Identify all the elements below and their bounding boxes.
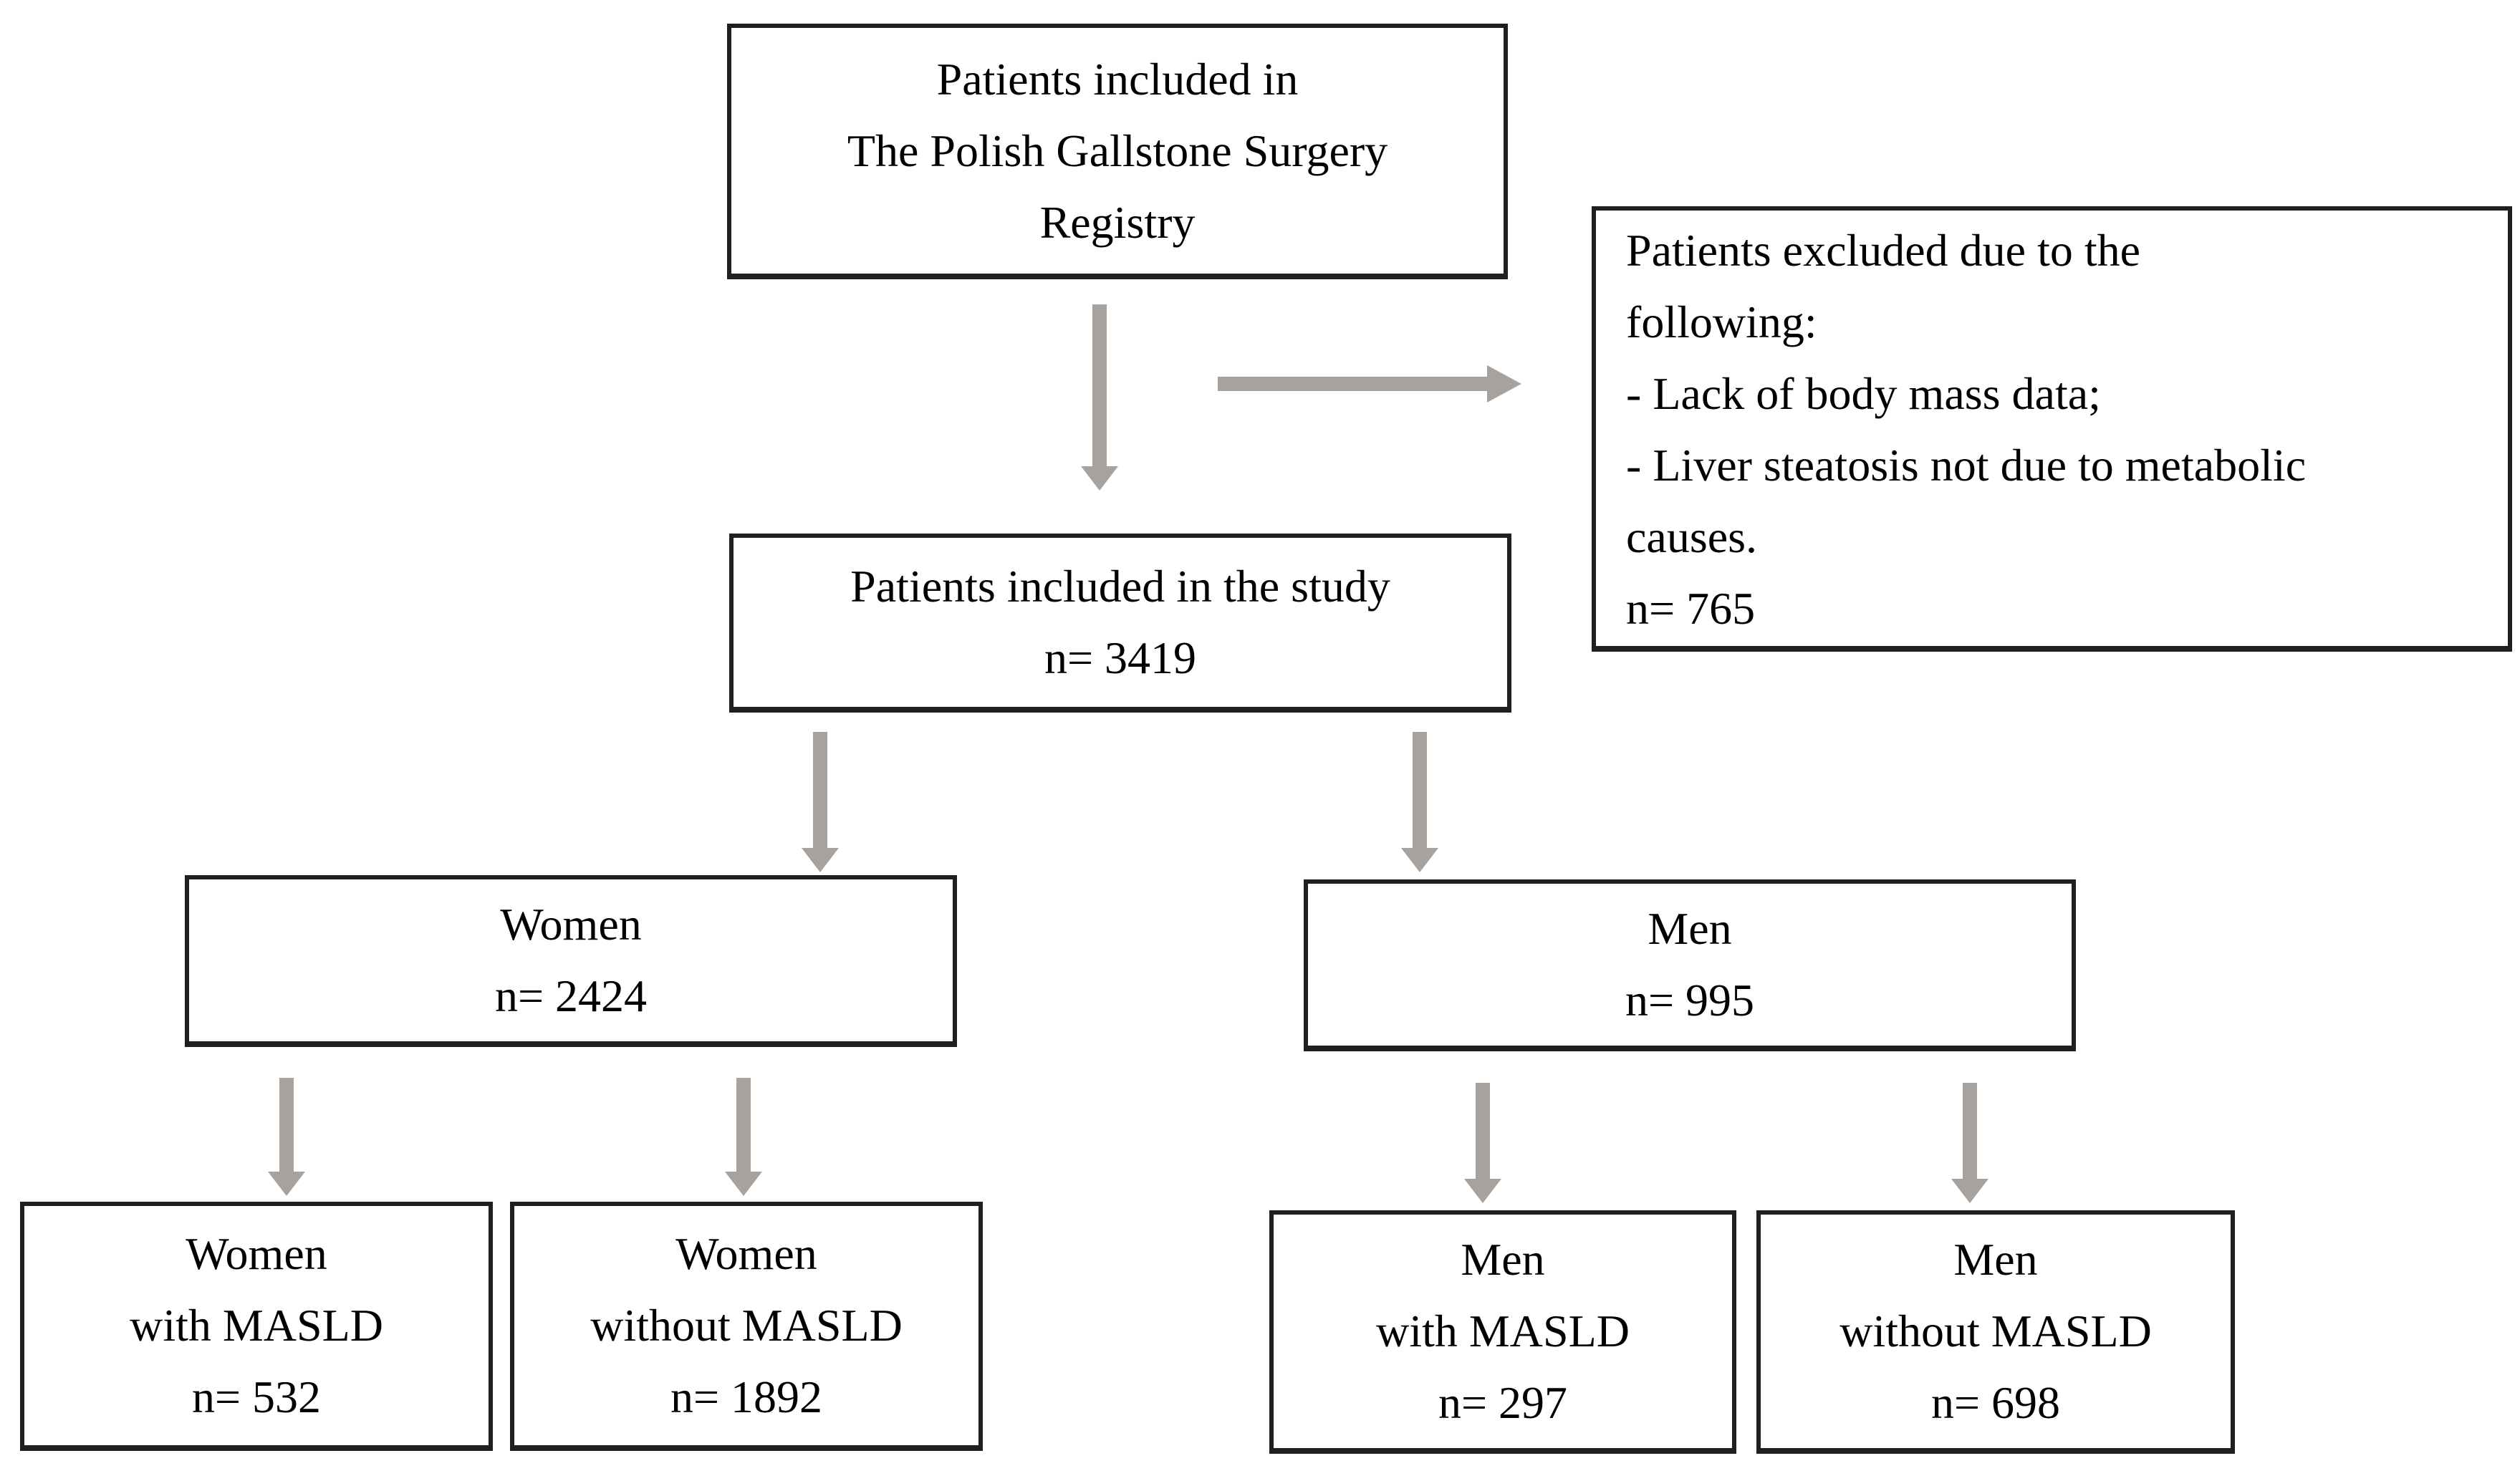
arrow-right-registry-to-excluded xyxy=(1218,365,1521,402)
arrow-head-right-icon xyxy=(1487,365,1521,402)
box-text-line: Registry xyxy=(1039,196,1196,248)
arrow-shaft xyxy=(1092,304,1107,469)
arrow-down-study-to-men xyxy=(1401,732,1438,872)
flow-box-women-with-masld: Women with MASLD n= 532 xyxy=(20,1202,493,1451)
box-text-line: Patients included in xyxy=(936,53,1299,105)
box-text-line: Men xyxy=(1648,903,1732,954)
box-text-line: n= 765 xyxy=(1626,583,1756,634)
box-text-line: n= 1892 xyxy=(670,1371,823,1422)
arrow-shaft xyxy=(1413,732,1427,851)
flow-box-registry: Patients included in The Polish Gallston… xyxy=(727,24,1508,279)
box-text-line: n= 2424 xyxy=(494,970,648,1021)
box-text-line: Women xyxy=(186,1228,327,1279)
box-text-line: n= 995 xyxy=(1625,975,1755,1026)
box-text-line: without MASLD xyxy=(590,1300,903,1351)
box-text-line: n= 532 xyxy=(191,1371,322,1422)
flow-box-women-without-masld: Women without MASLD n= 1892 xyxy=(510,1202,983,1451)
arrow-head-down-icon xyxy=(1081,466,1118,491)
arrow-down-women-to-women-no-masld xyxy=(725,1078,762,1196)
box-text-line: The Polish Gallstone Surgery xyxy=(847,125,1388,176)
box-text-line: n= 3419 xyxy=(1044,632,1197,683)
arrow-head-down-icon xyxy=(1401,848,1438,872)
box-text-line: causes. xyxy=(1626,511,1758,562)
flow-box-women: Women n= 2424 xyxy=(185,875,957,1047)
box-text-line: Patients included in the study xyxy=(850,561,1390,612)
arrow-down-men-to-men-masld xyxy=(1464,1083,1501,1203)
box-text-line: n= 698 xyxy=(1930,1377,2061,1428)
arrow-head-down-icon xyxy=(802,848,839,872)
box-text-line: following: xyxy=(1626,296,1817,347)
arrow-down-study-to-women xyxy=(802,732,839,872)
arrow-down-men-to-men-no-masld xyxy=(1951,1083,1988,1203)
box-text-line: without MASLD xyxy=(1839,1306,2152,1356)
arrow-shaft xyxy=(1476,1083,1490,1182)
box-text-line: Patients excluded due to the xyxy=(1626,225,2141,276)
arrow-shaft xyxy=(279,1078,294,1174)
arrow-head-down-icon xyxy=(1951,1179,1988,1203)
arrow-shaft xyxy=(736,1078,751,1174)
box-text-line: Women xyxy=(675,1228,817,1279)
box-text-line: with MASLD xyxy=(130,1300,383,1351)
arrow-head-down-icon xyxy=(725,1172,762,1196)
flow-box-excluded: Patients excluded due to the following: … xyxy=(1592,206,2512,652)
flow-box-men-without-masld: Men without MASLD n= 698 xyxy=(1756,1210,2235,1454)
box-text-line: n= 297 xyxy=(1438,1377,1568,1428)
arrow-down-women-to-women-masld xyxy=(268,1078,305,1196)
arrow-shaft xyxy=(1963,1083,1977,1182)
arrow-head-down-icon xyxy=(1464,1179,1501,1203)
arrow-shaft xyxy=(813,732,827,851)
arrow-head-down-icon xyxy=(268,1172,305,1196)
flow-box-men: Men n= 995 xyxy=(1304,879,2076,1051)
flow-box-study: Patients included in the study n= 3419 xyxy=(729,534,1511,713)
box-text-line: - Lack of body mass data; xyxy=(1626,368,2101,419)
flow-box-men-with-masld: Men with MASLD n= 297 xyxy=(1269,1210,1736,1454)
box-text-line: - Liver steatosis not due to metabolic xyxy=(1626,440,2307,491)
box-text-line: with MASLD xyxy=(1376,1306,1630,1356)
arrow-down-registry-to-study xyxy=(1081,304,1118,491)
arrow-shaft xyxy=(1218,377,1490,391)
box-text-line: Men xyxy=(1461,1234,1545,1285)
box-text-line: Men xyxy=(1953,1234,2038,1285)
box-text-line: Women xyxy=(500,899,642,950)
